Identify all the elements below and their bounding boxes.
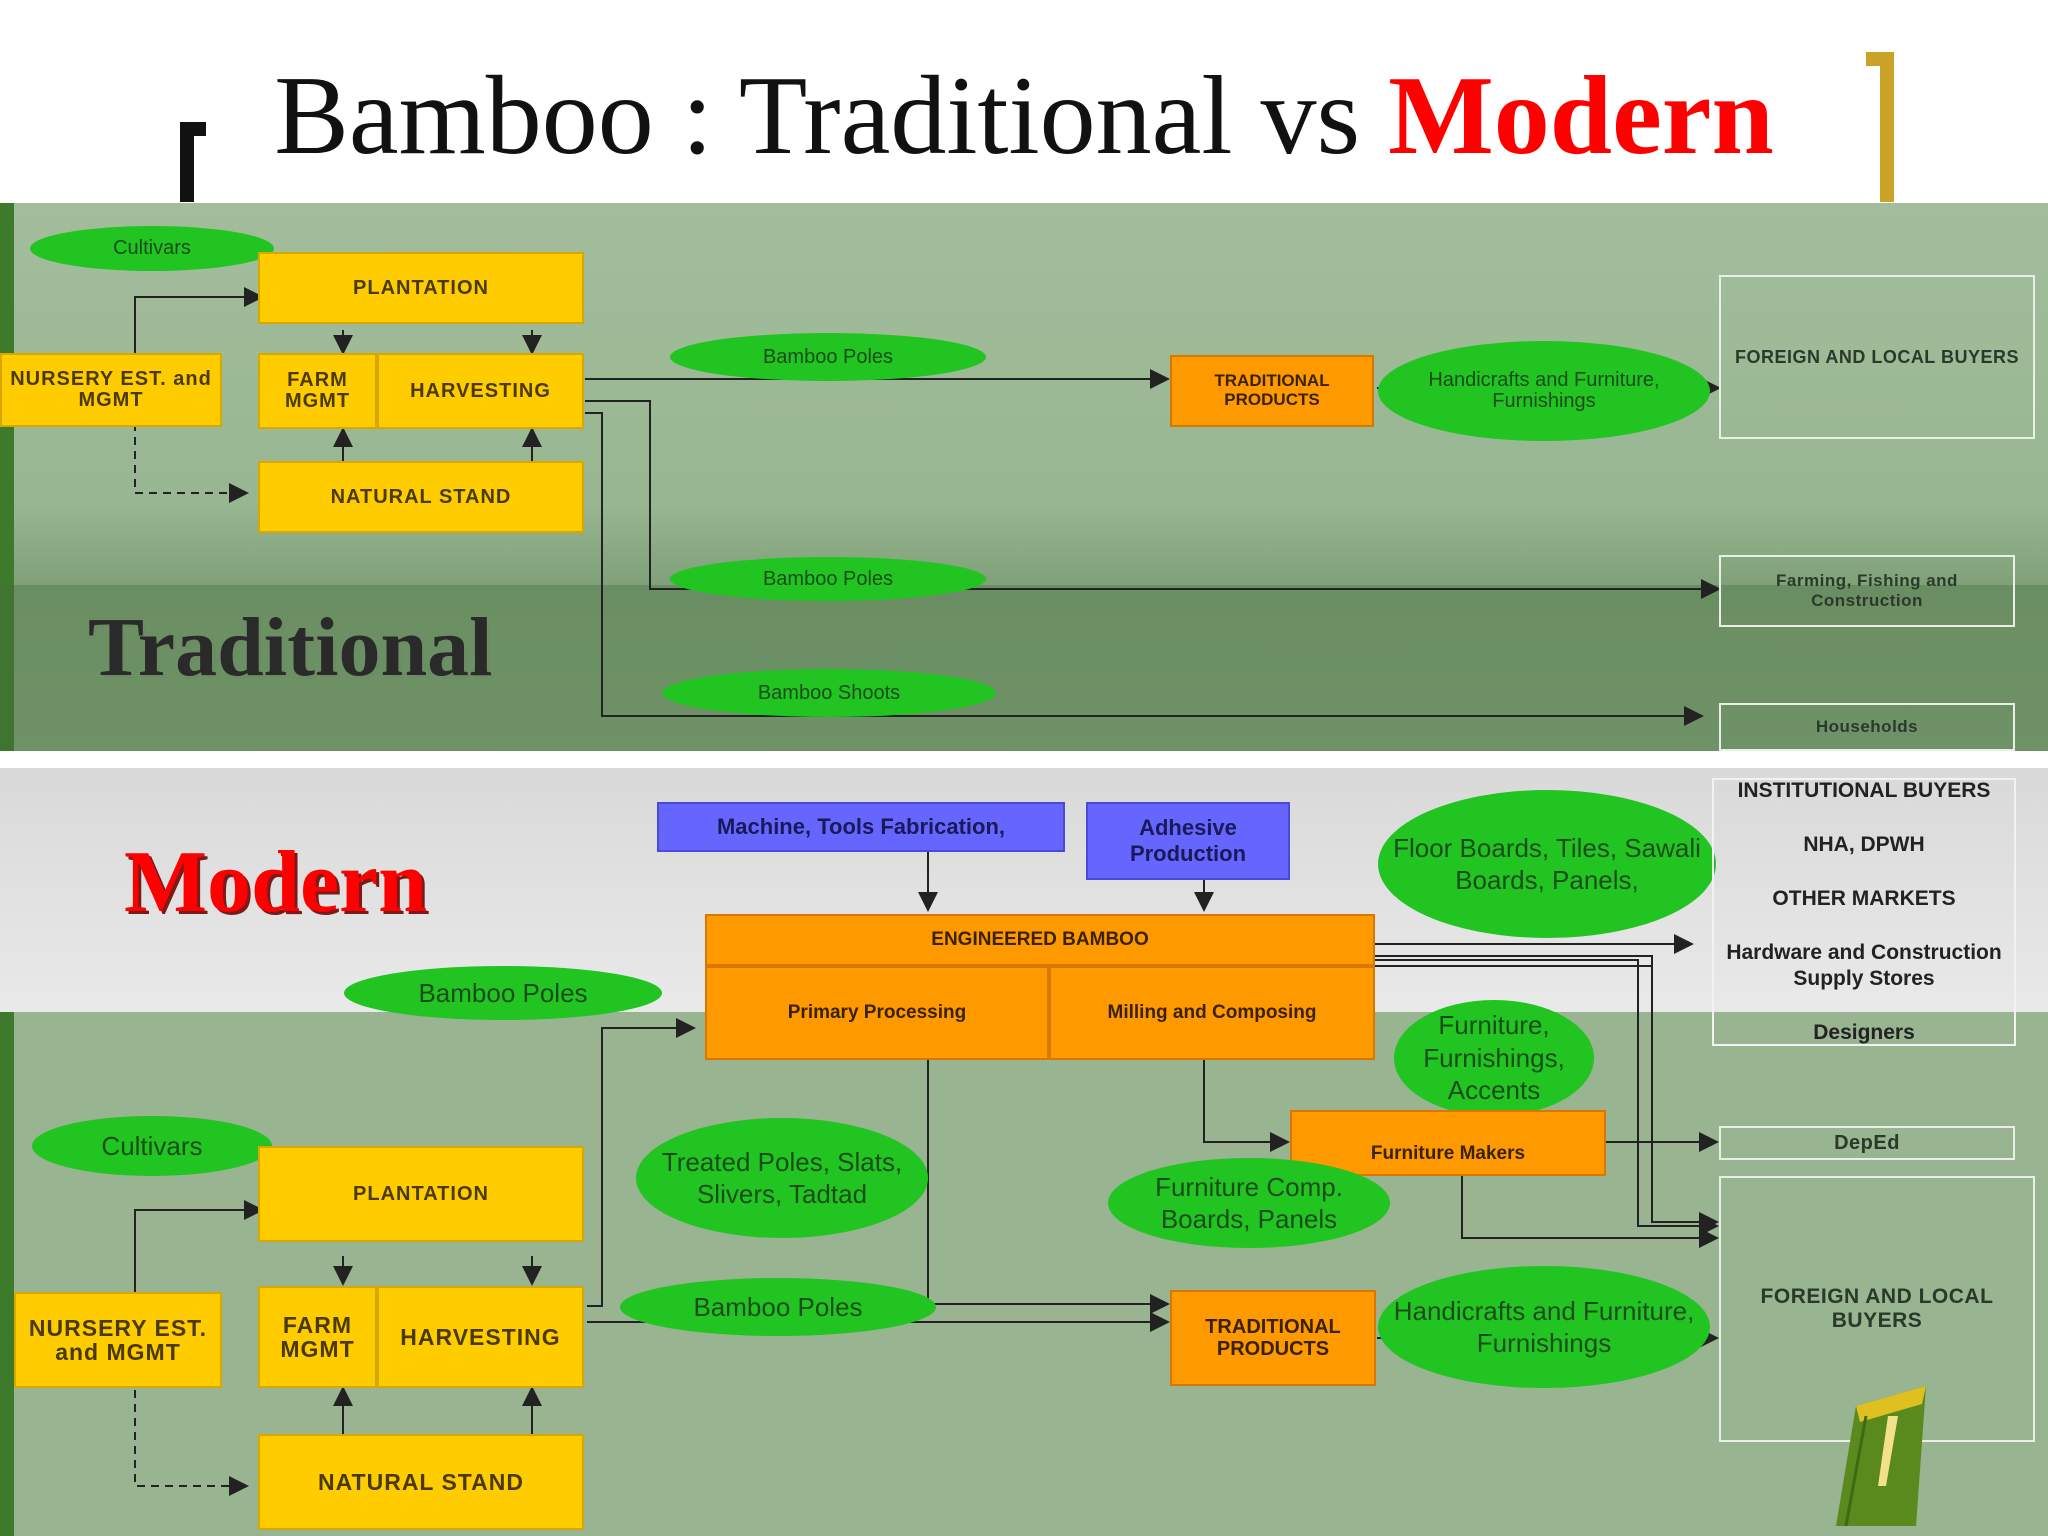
mod-bamboo-poles-top-ellipse: Bamboo Poles (344, 966, 662, 1020)
title-bracket-left (180, 122, 206, 202)
mod-deped-box: DepEd (1719, 1126, 2015, 1160)
mod-hardware-stores: Hardware and Construction Supply Stores (1726, 940, 2002, 990)
traditional-dark-band (0, 585, 2048, 751)
trad-bamboo-poles-1-ellipse: Bamboo Poles (670, 333, 986, 381)
trad-harvesting-box: HARVESTING (377, 353, 584, 429)
mod-natural-stand-box: NATURAL STAND (258, 1434, 584, 1530)
mod-traditional-products-box: TRADITIONAL PRODUCTS (1170, 1290, 1376, 1386)
title-accent: Modern (1388, 54, 1774, 178)
trad-nursery-box: NURSERY EST. and MGMT (0, 353, 222, 427)
trad-plantation-box: PLANTATION (258, 252, 584, 324)
title-prefix: Bamboo : Traditional vs (274, 54, 1389, 178)
trad-natural-stand-box: NATURAL STAND (258, 461, 584, 533)
mod-plantation-box: PLANTATION (258, 1146, 584, 1242)
mod-cultivars-ellipse: Cultivars (32, 1116, 272, 1176)
mod-designers: Designers (1813, 1020, 1915, 1044)
mod-institutional-buyers: INSTITUTIONAL BUYERS (1737, 779, 1991, 802)
mod-primary-processing-box: Primary Processing (705, 966, 1049, 1060)
mod-farm-mgmt-box: FARM MGMT (258, 1286, 377, 1388)
mod-milling-composing-box: Milling and Composing (1049, 966, 1375, 1060)
trad-bamboo-shoots-ellipse: Bamboo Shoots (662, 669, 996, 717)
trad-bamboo-poles-2-ellipse: Bamboo Poles (670, 557, 986, 601)
mod-engineered-bamboo-box: ENGINEERED BAMBOO (705, 914, 1375, 966)
mod-adhesive-box: Adhesive Production (1086, 802, 1290, 880)
traditional-label: Traditional (88, 601, 493, 694)
modern-label: Modern (124, 834, 428, 931)
mod-furniture-comp-ellipse: Furniture Comp. Boards, Panels (1108, 1158, 1390, 1248)
trad-handicrafts-ellipse: Handicrafts and Furniture, Furnishings (1378, 341, 1710, 441)
mod-other-markets: OTHER MARKETS (1772, 886, 1956, 910)
mod-machine-tools-box: Machine, Tools Fabrication, (657, 802, 1065, 852)
mod-right-buyers-frame (1712, 778, 2016, 1046)
trad-cultivars-ellipse: Cultivars (30, 226, 274, 271)
bamboo-decoration-icon (1836, 1386, 1926, 1526)
traditional-left-stripe (0, 203, 14, 751)
mod-furniture-accents-ellipse: Furniture, Furnishings, Accents (1394, 1000, 1594, 1116)
page-title: Bamboo : Traditional vs Modern (0, 60, 2048, 172)
mod-handicrafts-ellipse: Handicrafts and Furniture, Furnishings (1378, 1266, 1710, 1388)
trad-traditional-products-box: TRADITIONAL PRODUCTS (1170, 355, 1374, 427)
title-bracket-right (1866, 52, 1894, 202)
mod-nursery-box: NURSERY EST. and MGMT (14, 1292, 222, 1388)
modern-left-stripe (0, 1012, 14, 1536)
trad-farm-mgmt-box: FARM MGMT (258, 353, 377, 429)
mod-nha-dpwh: NHA, DPWH (1803, 832, 1925, 856)
mod-furniture-makers-box: Furniture Makers (1290, 1110, 1606, 1176)
trad-foreign-local-buyers-box: FOREIGN AND LOCAL BUYERS (1719, 275, 2035, 439)
mod-bamboo-poles-bottom-ellipse: Bamboo Poles (620, 1278, 936, 1336)
trad-farming-fishing-box: Farming, Fishing and Construction (1719, 555, 2015, 627)
mod-treated-poles-ellipse: Treated Poles, Slats, Slivers, Tadtad (636, 1118, 928, 1238)
mod-harvesting-box: HARVESTING (377, 1286, 584, 1388)
trad-households-box: Households (1719, 703, 2015, 751)
traditional-panel: Cultivars PLANTATION NURSERY EST. and MG… (0, 203, 2048, 751)
mod-floor-boards-ellipse: Floor Boards, Tiles, Sawali Boards, Pane… (1378, 790, 1716, 938)
mod-right-buyers-list: INSTITUTIONAL BUYERS NHA, DPWH OTHER MAR… (1712, 778, 2016, 1046)
